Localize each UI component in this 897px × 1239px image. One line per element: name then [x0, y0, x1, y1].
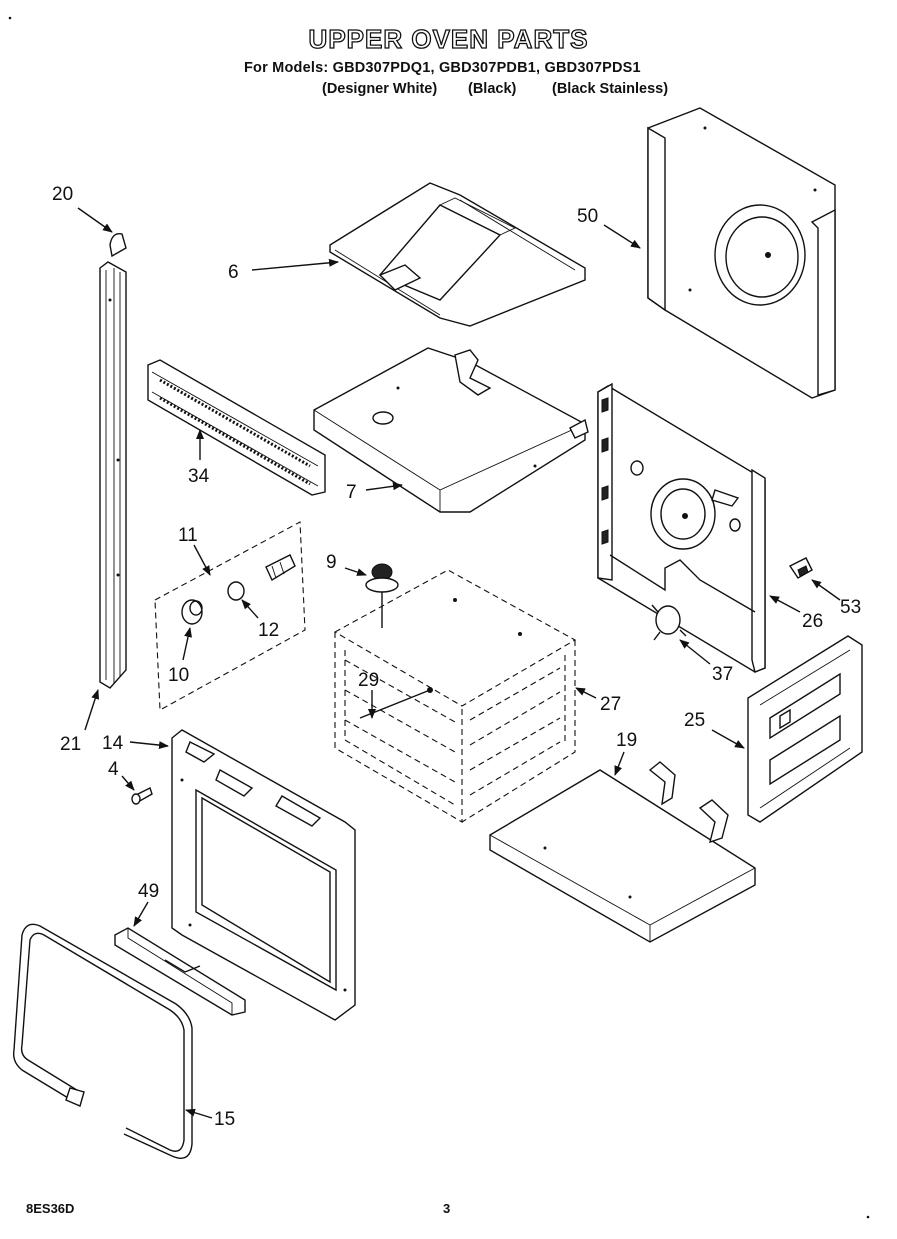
part-20-trim-cap: [109, 233, 127, 258]
callout-26: 26: [802, 611, 823, 632]
part-7-top-plate: [313, 347, 589, 513]
part-6-air-deflector: [329, 182, 586, 327]
page-number: 3: [443, 1201, 451, 1216]
callout-6: 6: [228, 262, 239, 283]
callout-27: 27: [600, 694, 621, 715]
part-26-side-bracket: [597, 382, 766, 673]
part-15-gasket: [12, 923, 193, 1159]
callout-labels: 20 6 50 34 7 11 9 10 12 29 27 26 53 37 2…: [52, 184, 861, 1130]
callout-7: 7: [346, 482, 357, 503]
callout-25: 25: [684, 710, 705, 731]
variant-designer-white: (Designer White): [322, 81, 438, 97]
part-53-clip: [788, 557, 813, 579]
variant-black: (Black): [468, 81, 517, 97]
models-line: For Models: GBD307PDQ1, GBD307PDB1, GBD3…: [244, 60, 641, 76]
leader-lines: [77, 207, 841, 1119]
part-50-rear-panel: [647, 107, 836, 399]
part-12-knob-cap: [227, 581, 245, 601]
part-49-bottom-trim: [114, 927, 246, 1016]
scan-speck: [8, 16, 12, 20]
callout-11: 11: [178, 525, 198, 546]
part-25-vent-panel: [747, 635, 863, 823]
part-37-thermostat: [651, 604, 687, 641]
callout-15: 15: [214, 1109, 235, 1130]
part-27-oven-cavity: [333, 569, 577, 823]
part-34-vent-trim: [147, 359, 326, 496]
part-10-knob: [181, 599, 203, 625]
callout-29: 29: [358, 670, 379, 691]
part-9-sensor: [365, 563, 399, 628]
part-14-front-frame: [171, 729, 356, 1021]
callout-4: 4: [108, 759, 119, 780]
callout-50: 50: [577, 206, 598, 227]
switch-connector: [265, 554, 296, 582]
part-4-screw: [131, 787, 153, 805]
callout-21: 21: [60, 734, 81, 755]
footer-code: 8ES36D: [26, 1201, 75, 1216]
callout-14: 14: [102, 733, 124, 754]
callout-9: 9: [326, 552, 337, 573]
callout-49: 49: [138, 881, 159, 902]
part-19-bottom-tray: [489, 761, 756, 943]
callout-10: 10: [168, 665, 189, 686]
callout-12: 12: [258, 620, 279, 641]
callout-34: 34: [188, 466, 210, 487]
scan-speck: [866, 1215, 870, 1219]
part-21-side-trim: [99, 261, 127, 689]
page-title: UPPER OVEN PARTS: [308, 23, 589, 54]
callout-37: 37: [712, 664, 733, 685]
callout-19: 19: [616, 730, 637, 751]
part-11-switch-group: [154, 521, 306, 711]
callout-53: 53: [840, 597, 861, 618]
variant-black-stainless: (Black Stainless): [552, 81, 669, 97]
callout-20: 20: [52, 184, 73, 205]
